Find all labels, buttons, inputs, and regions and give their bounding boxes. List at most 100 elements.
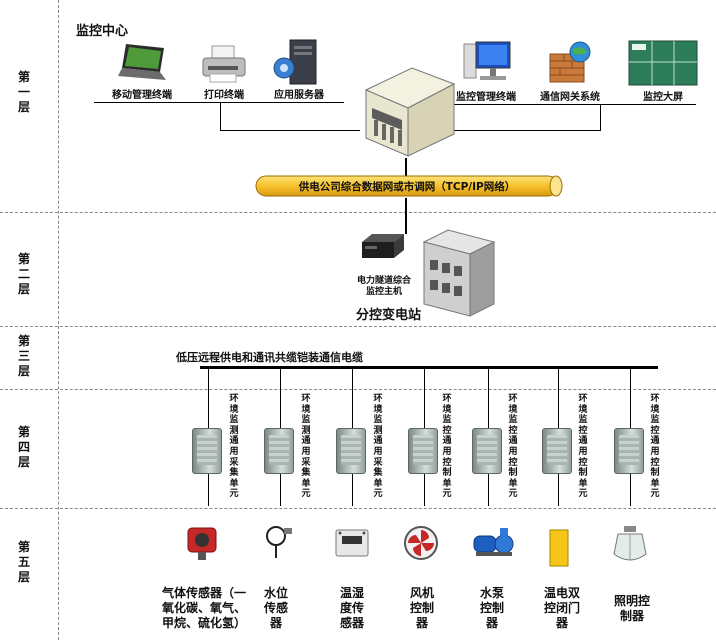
layer-5-char: 第 (17, 540, 30, 554)
device-label-line: 控制 (479, 601, 505, 615)
mobile-terminal-label: 移动管理终端 (112, 90, 172, 101)
device-label-line: 水泵 (479, 586, 505, 600)
cable-label: 低压远程供电和通讯共缆铠装通信电缆 (176, 351, 363, 364)
unit-label-6: 环境监控通用控制单元 (578, 394, 588, 500)
layer-label-2: 第 二 层 (6, 252, 42, 297)
device-label-line: 器 (555, 616, 569, 630)
control-unit-icon (542, 428, 572, 474)
device-label-pump: 水泵 控制 器 (480, 586, 504, 631)
host-label: 电力隧道综合 监控主机 (348, 276, 420, 298)
layer-2-char: 层 (17, 282, 30, 296)
control-unit-icon (408, 428, 438, 474)
gateway-firewall-icon (549, 41, 591, 83)
layer-1-char: 一 (17, 85, 30, 99)
right-drop-line (600, 104, 601, 130)
pipe-connector-bottom (405, 198, 407, 234)
lighting-icon (613, 526, 647, 561)
door-controller-icon (549, 529, 569, 567)
monitoring-center-title: 监控中心 (76, 24, 129, 39)
cable-bus (200, 366, 658, 369)
unit-label-2: 环境监测通用采集单元 (301, 394, 311, 500)
left-bus-line (94, 102, 344, 103)
layer-1-char: 层 (17, 100, 30, 114)
server-icon (273, 39, 317, 85)
unit-label-3: 环境监测通用采集单元 (373, 394, 383, 500)
device-label-line: 控闭门 (543, 601, 581, 615)
device-label-line: 照明控 (613, 594, 651, 608)
device-label-line: 器 (485, 616, 499, 630)
gateway-system-label: 通信网关系统 (540, 92, 600, 103)
device-label-gas: 气体传感器（一 氧化碳、氧气、 甲烷、硫化氢） (162, 586, 246, 631)
layer-3-char: 三 (17, 349, 30, 363)
laptop-icon (118, 44, 166, 80)
fan-icon (404, 526, 438, 560)
device-label-line: 传感 (263, 601, 289, 615)
right-bus-line (446, 104, 696, 105)
device-label-line: 感器 (339, 616, 365, 630)
layer-divider-2 (0, 326, 716, 327)
device-label-line: 温电双 (543, 586, 581, 600)
layer-1-char: 第 (17, 70, 30, 84)
device-label-line: 风机 (409, 586, 435, 600)
layer-2-char: 二 (17, 267, 30, 281)
print-terminal-label: 打印终端 (204, 90, 244, 101)
layer-4-char: 四 (17, 440, 30, 454)
layer-4-char: 第 (17, 425, 30, 439)
device-label-line: 器 (415, 616, 429, 630)
unit-label-5: 环境监控通用控制单元 (508, 394, 518, 500)
device-label-line: 气体传感器（一 (161, 586, 247, 600)
monitor-terminal-label: 监控管理终端 (456, 92, 516, 103)
layer-label-1: 第 一 层 (6, 70, 42, 115)
layer-divider-vertical (58, 0, 59, 640)
big-screen-label: 监控大屏 (643, 92, 683, 103)
device-label-line: 温湿 (339, 586, 365, 600)
network-pipe-label: 供电公司综合数据网或市调网（TCP/IP网络） (298, 181, 516, 193)
host-label-line1: 电力隧道综合 (356, 276, 411, 286)
control-unit-icon (614, 428, 644, 474)
device-label-temp-humidity: 温湿 度传 感器 (340, 586, 364, 631)
gas-sensor-icon (187, 527, 217, 560)
unit-label-7: 环境监控通用控制单元 (650, 394, 660, 500)
big-screen-icon (628, 40, 698, 86)
device-label-line: 水位 (263, 586, 289, 600)
printer-icon (202, 45, 246, 83)
device-label-line: 甲烷、硫化氢） (161, 616, 247, 630)
device-label-line: 氧化碳、氧气、 (161, 601, 247, 615)
layer-2-char: 第 (17, 252, 30, 266)
unit-label-4: 环境监控通用控制单元 (442, 394, 452, 500)
substation-building-icon (422, 229, 496, 317)
device-label-line: 度传 (339, 601, 365, 615)
water-pump-icon (473, 528, 514, 556)
monitor-icon (463, 41, 511, 80)
layer-label-4: 第 四 层 (6, 425, 42, 470)
device-label-line: 控制 (409, 601, 435, 615)
unit-label-1: 环境监测通用采集单元 (229, 394, 239, 500)
layer-divider-3 (0, 389, 716, 390)
layer-divider-1 (0, 212, 716, 213)
layer-divider-4 (0, 508, 716, 509)
left-join-line (220, 130, 360, 131)
device-label-fan: 风机 控制 器 (410, 586, 434, 631)
layer-4-char: 层 (17, 455, 30, 469)
network-pipe (255, 175, 563, 197)
control-unit-icon (472, 428, 502, 474)
host-device-icon (362, 234, 404, 258)
device-label-door: 温电双 控闭门 器 (544, 586, 580, 631)
data-center-building-icon (364, 67, 456, 157)
app-server-label: 应用服务器 (274, 90, 324, 101)
layer-5-char: 五 (17, 555, 30, 569)
left-drop-line (220, 102, 221, 130)
device-label-lighting: 照明控 制器 (614, 594, 650, 624)
pipe-connector-top (405, 158, 407, 176)
acquisition-unit-icon (192, 428, 222, 474)
acquisition-unit-icon (264, 428, 294, 474)
substation-name: 分控变电站 (356, 308, 422, 323)
layer-3-char: 层 (17, 364, 30, 378)
layer-label-5: 第 五 层 (6, 540, 42, 585)
temp-humidity-sensor-icon (335, 529, 369, 557)
right-join-line (450, 130, 601, 131)
layer-label-3: 第 三 层 (6, 334, 42, 379)
device-label-line: 制器 (619, 609, 645, 623)
device-label-line: 器 (269, 616, 283, 630)
host-label-line2: 监控主机 (365, 287, 402, 297)
